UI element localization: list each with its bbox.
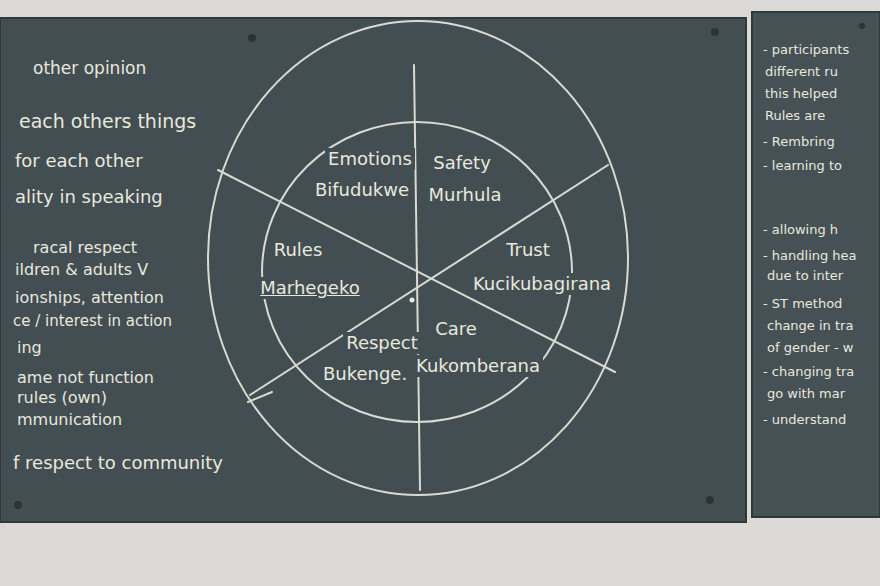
side-board-note: change in tra (764, 318, 856, 334)
screw (14, 501, 22, 509)
local-term: Bukenge. (320, 363, 410, 385)
board-note: ce / interest in action (10, 312, 175, 330)
side-board-note: this helped (762, 86, 840, 102)
side-board-note: - ST method (760, 296, 845, 312)
wheel-sector: RespectBukenge. (320, 332, 421, 385)
board-note: ing (14, 338, 45, 357)
local-term: Kukomberana (413, 355, 543, 377)
board-note: racal respect (30, 238, 140, 257)
board-note: ildren & adults V (12, 260, 151, 279)
board-note: mmunication (14, 410, 125, 429)
side-board-note: - learning to (760, 158, 845, 174)
side-board (752, 12, 880, 517)
board-note: ame not function (14, 368, 157, 387)
wheel-sector: EmotionsBifudukwe (312, 148, 415, 201)
side-board-note: different ru (762, 64, 841, 80)
local-term: Kucikubagirana (470, 273, 614, 295)
wheel-sector: SafetyMurhula (426, 152, 505, 206)
side-board-note: of gender - w (764, 340, 856, 356)
side-board-note: - understand (760, 412, 849, 428)
screw (706, 496, 714, 504)
board-note: ionships, attention (12, 288, 167, 307)
wheel-sector: RulesMarhegeko (257, 239, 362, 299)
local-term: Murhula (426, 184, 505, 206)
english-term: Trust (503, 239, 553, 261)
board-note: other opinion (30, 58, 149, 78)
local-term: Marhegeko (257, 277, 362, 299)
side-board-note: due to inter (764, 268, 846, 284)
board-note: rules (own) (14, 388, 110, 407)
side-board-note: Rules are (762, 108, 828, 124)
divider-line (218, 170, 615, 372)
english-term: Rules (271, 239, 326, 261)
side-board-note: - Rembring (760, 134, 838, 150)
divider-line (414, 65, 420, 490)
side-board-note: - changing tra (760, 364, 857, 380)
screw (859, 23, 865, 29)
side-board-note: go with mar (764, 386, 848, 402)
english-term: Respect (343, 332, 421, 354)
board-note: each others things (16, 110, 199, 133)
board-note: for each other (12, 150, 146, 172)
wheel-sector: CareKukomberana (413, 318, 543, 377)
side-board-note: - allowing h (760, 222, 841, 238)
local-term: Bifudukwe (312, 179, 412, 201)
english-term: Emotions (325, 148, 415, 170)
screw (711, 28, 719, 36)
board-note: f respect to community (10, 452, 226, 474)
center-dot (410, 298, 415, 303)
wheel-sector: TrustKucikubagirana (470, 239, 614, 295)
side-board-note: - participants (760, 42, 852, 58)
chalk-stroke (248, 392, 272, 402)
outer-circle (208, 21, 628, 495)
english-term: Safety (430, 152, 494, 174)
screw (248, 34, 256, 42)
side-board-note: - handling hea (760, 248, 860, 264)
english-term: Care (432, 318, 480, 340)
main-board (0, 18, 746, 522)
board-note: ality in speaking (12, 186, 166, 208)
